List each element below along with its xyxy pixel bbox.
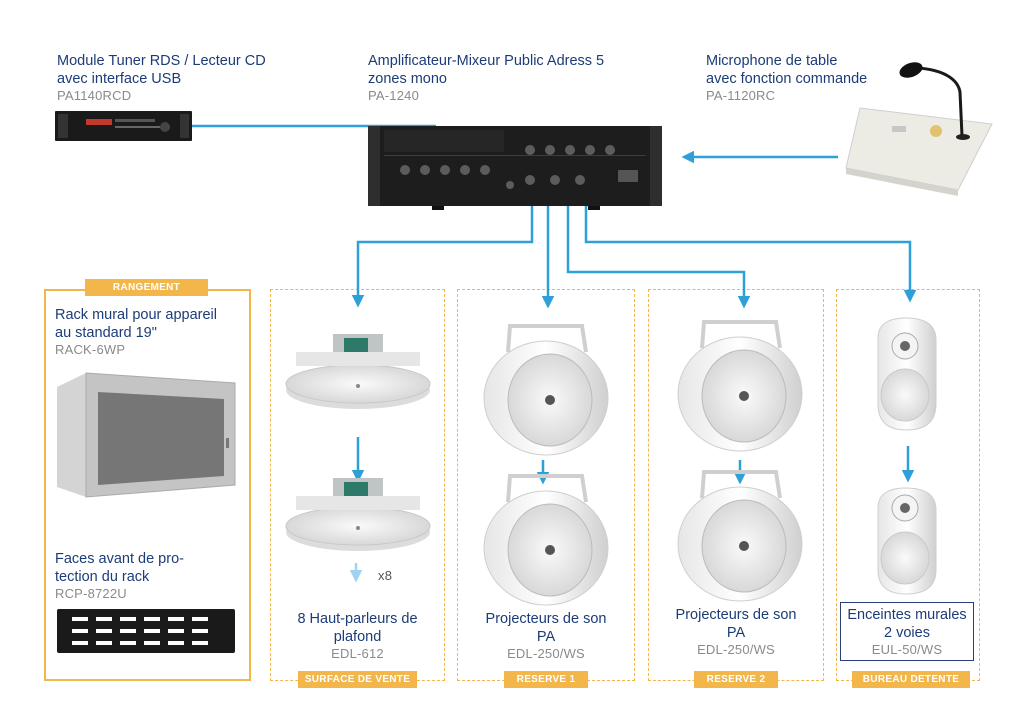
amplifier-code: PA-1240	[368, 88, 420, 103]
microphone-title-line2: avec fonction commande	[706, 71, 868, 87]
ceiling-title-line1: 8 Haut-parleurs de	[297, 611, 418, 627]
rack-label: Rack mural pour appareil au standard 19"…	[55, 306, 217, 358]
tuner-code: PA1140RCD	[57, 88, 132, 103]
rack-code: RACK-6WP	[55, 342, 126, 357]
projector1-label: Projecteurs de son PA EDL-250/WS	[457, 610, 635, 662]
rack-title-line1: Rack mural pour appareil	[55, 307, 217, 323]
ceiling-speaker-1	[285, 334, 431, 409]
zone-reserve2-badge: RESERVE 2	[694, 671, 778, 688]
ceiling-speaker-2	[285, 478, 431, 551]
projector-2a	[677, 320, 803, 452]
wall-code: EUL-50/WS	[871, 642, 943, 657]
zone-sales-badge: SURFACE DE VENTE	[298, 671, 417, 688]
wall-speaker-2	[877, 487, 937, 595]
zone-storage-badge: RANGEMENT	[85, 279, 208, 296]
projector1-title-line1: Projecteurs de son	[485, 611, 607, 627]
projector-2b	[677, 470, 803, 602]
connector-amplifier-zones	[351, 198, 917, 485]
zone-reserve1-badge: RESERVE 1	[504, 671, 588, 688]
faces-label: Faces avant de pro- tection du rack RCP-…	[55, 550, 184, 602]
tuner-label: Module Tuner RDS / Lecteur CD avec inter…	[57, 52, 266, 104]
ceiling-title-line2: plafond	[333, 629, 382, 645]
tuner-device	[55, 111, 192, 141]
wall-speaker-1	[877, 317, 937, 431]
projector-1b	[483, 474, 609, 606]
projector2-title-line1: Projecteurs de son	[675, 607, 797, 623]
microphone-code: PA-1120RC	[706, 88, 776, 103]
vent-panel-device	[57, 609, 235, 653]
projector-1a	[483, 324, 609, 456]
amplifier-title-line1: Amplificateur-Mixeur Public Adress 5	[368, 53, 605, 69]
faces-title-line1: Faces avant de pro-	[55, 551, 184, 567]
ceiling-code: EDL-612	[331, 646, 384, 661]
amplifier-label: Amplificateur-Mixeur Public Adress 5 zon…	[368, 52, 604, 104]
amplifier-device	[368, 126, 662, 210]
wall-label: Enceintes murales 2 voies EUL-50/WS	[840, 602, 974, 661]
tuner-title-line2: avec interface USB	[57, 71, 182, 87]
ceiling-label: 8 Haut-parleurs de plafond EDL-612	[270, 610, 445, 662]
projector2-label: Projecteurs de son PA EDL-250/WS	[648, 606, 824, 658]
tuner-title-line1: Module Tuner RDS / Lecteur CD	[57, 53, 266, 69]
zone-office-badge: BUREAU DETENTE	[852, 671, 970, 688]
microphone-device	[845, 62, 993, 196]
microphone-label: Microphone de table avec fonction comman…	[706, 52, 867, 104]
amplifier-title-line2: zones mono	[368, 71, 447, 87]
rack-title-line2: au standard 19"	[55, 325, 157, 341]
faces-title-line2: tection du rack	[55, 569, 150, 585]
wall-title-line1: Enceintes murales	[847, 607, 967, 623]
faces-code: RCP-8722U	[55, 586, 127, 601]
wall-rack-device	[57, 372, 236, 498]
projector2-code: EDL-250/WS	[697, 642, 775, 657]
microphone-title-line1: Microphone de table	[706, 53, 838, 69]
projector1-title-line2: PA	[536, 629, 556, 645]
projector1-code: EDL-250/WS	[507, 646, 585, 661]
projector2-title-line2: PA	[726, 625, 746, 641]
wall-title-line2: 2 voies	[884, 625, 930, 641]
ceiling-multiplier: x8	[378, 568, 393, 583]
